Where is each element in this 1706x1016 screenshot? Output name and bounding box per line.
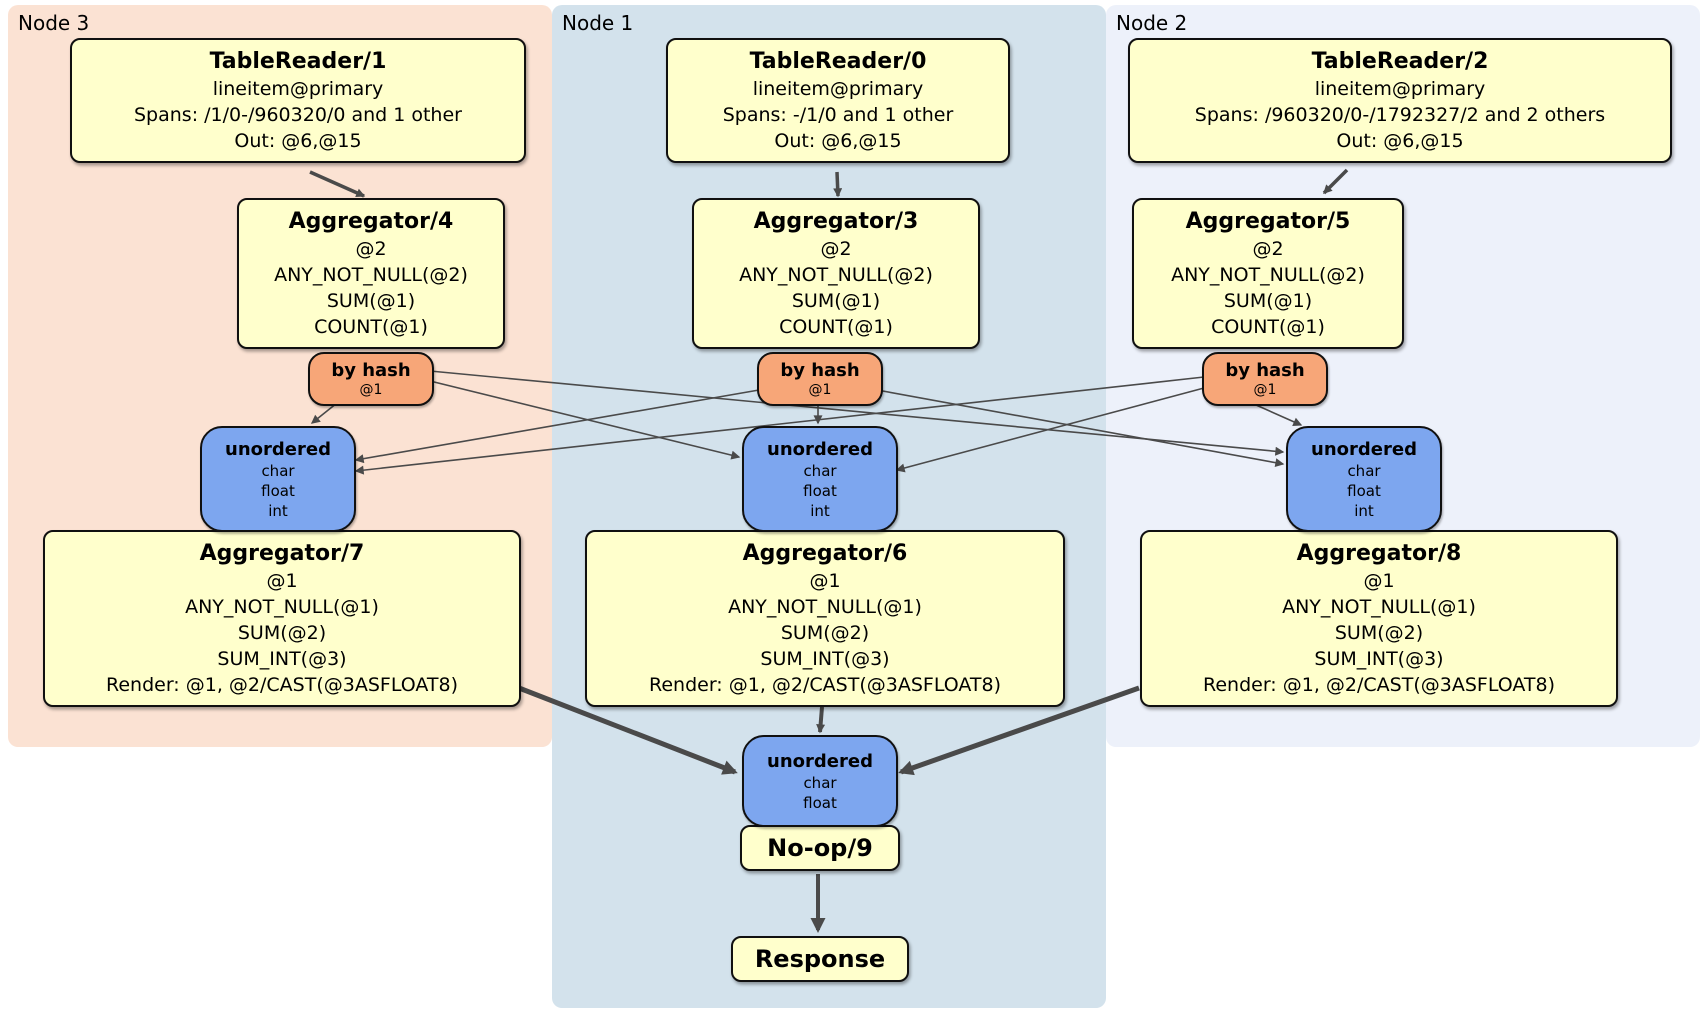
sync-line: float — [803, 481, 837, 500]
aggregator-8-box: Aggregator/8 @1 ANY_NOT_NULL(@1) SUM(@2)… — [1140, 530, 1618, 707]
by-hash-router-node3: by hash @1 — [308, 352, 434, 406]
router-title: by hash — [780, 360, 860, 381]
unordered-sync-node1: unordered char float int — [742, 426, 898, 532]
aggregator-6-box: Aggregator/6 @1 ANY_NOT_NULL(@1) SUM(@2)… — [585, 530, 1065, 707]
box-line: lineitem@primary — [1314, 78, 1486, 100]
box-title: Aggregator/6 — [742, 541, 908, 566]
tablereader-1-box: TableReader/1 lineitem@primary Spans: /1… — [70, 38, 526, 163]
box-line: Render: @1, @2/CAST(@3ASFLOAT8) — [649, 674, 1001, 696]
box-line: @2 — [1252, 238, 1284, 260]
box-line: Spans: -/1/0 and 1 other — [722, 104, 954, 126]
box-title: Aggregator/7 — [199, 541, 365, 566]
box-line: COUNT(@1) — [779, 316, 893, 338]
sync-line: int — [1354, 501, 1374, 520]
box-line: SUM(@1) — [791, 290, 881, 312]
sync-line: int — [268, 501, 288, 520]
box-line: SUM(@2) — [237, 622, 327, 644]
sync-line: char — [261, 461, 295, 480]
router-sub: @1 — [1253, 382, 1277, 398]
box-line: ANY_NOT_NULL(@1) — [728, 596, 922, 618]
unordered-sync-node3: unordered char float int — [200, 426, 356, 532]
box-line: ANY_NOT_NULL(@2) — [274, 264, 468, 286]
router-title: by hash — [1225, 360, 1305, 381]
box-title: No-op/9 — [767, 834, 873, 862]
box-title: TableReader/0 — [749, 49, 927, 74]
box-line: SUM_INT(@3) — [760, 648, 890, 670]
box-line: lineitem@primary — [212, 78, 384, 100]
by-hash-router-node1: by hash @1 — [757, 352, 883, 406]
box-line: SUM(@1) — [1223, 290, 1313, 312]
box-line: ANY_NOT_NULL(@2) — [739, 264, 933, 286]
box-line: ANY_NOT_NULL(@2) — [1171, 264, 1365, 286]
router-sub: @1 — [359, 382, 383, 398]
router-sub: @1 — [808, 382, 832, 398]
box-line: @1 — [1363, 570, 1395, 592]
box-line: SUM(@2) — [1334, 622, 1424, 644]
sync-title: unordered — [767, 750, 873, 772]
tablereader-0-box: TableReader/0 lineitem@primary Spans: -/… — [666, 38, 1010, 163]
box-title: TableReader/2 — [1311, 49, 1489, 74]
sync-line: float — [261, 481, 295, 500]
box-line: lineitem@primary — [752, 78, 924, 100]
box-line: SUM(@1) — [326, 290, 416, 312]
box-line: Spans: /1/0-/960320/0 and 1 other — [134, 104, 462, 126]
sync-line: char — [803, 461, 837, 480]
box-line: SUM(@2) — [780, 622, 870, 644]
box-line: ANY_NOT_NULL(@1) — [1282, 596, 1476, 618]
box-line: @1 — [266, 570, 298, 592]
sync-line: float — [803, 793, 837, 812]
sync-title: unordered — [1311, 438, 1417, 460]
box-line: SUM_INT(@3) — [1314, 648, 1444, 670]
response-box: Response — [731, 936, 909, 982]
box-title: TableReader/1 — [209, 49, 387, 74]
aggregator-5-box: Aggregator/5 @2 ANY_NOT_NULL(@2) SUM(@1)… — [1132, 198, 1404, 349]
node-1-label: Node 1 — [562, 11, 634, 35]
box-line: @2 — [820, 238, 852, 260]
node-3-label: Node 3 — [18, 11, 90, 35]
box-line: COUNT(@1) — [1211, 316, 1325, 338]
box-title: Response — [754, 945, 886, 973]
box-line: Render: @1, @2/CAST(@3ASFLOAT8) — [106, 674, 458, 696]
sync-line: char — [803, 773, 837, 792]
box-title: Aggregator/3 — [753, 209, 919, 234]
router-title: by hash — [331, 360, 411, 381]
sync-title: unordered — [767, 438, 873, 460]
box-title: Aggregator/5 — [1185, 209, 1351, 234]
box-title: Aggregator/8 — [1296, 541, 1462, 566]
sync-line: float — [1347, 481, 1381, 500]
box-line: Out: @6,@15 — [774, 130, 902, 152]
aggregator-3-box: Aggregator/3 @2 ANY_NOT_NULL(@2) SUM(@1)… — [692, 198, 980, 349]
node-2-label: Node 2 — [1116, 11, 1188, 35]
box-line: COUNT(@1) — [314, 316, 428, 338]
box-line: Render: @1, @2/CAST(@3ASFLOAT8) — [1203, 674, 1555, 696]
unordered-sync-node2: unordered char float int — [1286, 426, 1442, 532]
box-line: SUM_INT(@3) — [217, 648, 347, 670]
sync-line: int — [810, 501, 830, 520]
box-line: Spans: /960320/0-/1792327/2 and 2 others — [1194, 104, 1606, 126]
final-unordered-sync: unordered char float — [742, 735, 898, 827]
tablereader-2-box: TableReader/2 lineitem@primary Spans: /9… — [1128, 38, 1672, 163]
aggregator-4-box: Aggregator/4 @2 ANY_NOT_NULL(@2) SUM(@1)… — [237, 198, 505, 349]
aggregator-7-box: Aggregator/7 @1 ANY_NOT_NULL(@1) SUM(@2)… — [43, 530, 521, 707]
sync-title: unordered — [225, 438, 331, 460]
box-title: Aggregator/4 — [288, 209, 454, 234]
by-hash-router-node2: by hash @1 — [1202, 352, 1328, 406]
sync-line: char — [1347, 461, 1381, 480]
box-line: ANY_NOT_NULL(@1) — [185, 596, 379, 618]
box-line: Out: @6,@15 — [234, 130, 362, 152]
box-line: Out: @6,@15 — [1336, 130, 1464, 152]
noop-box: No-op/9 — [740, 825, 900, 871]
box-line: @2 — [355, 238, 387, 260]
box-line: @1 — [809, 570, 841, 592]
